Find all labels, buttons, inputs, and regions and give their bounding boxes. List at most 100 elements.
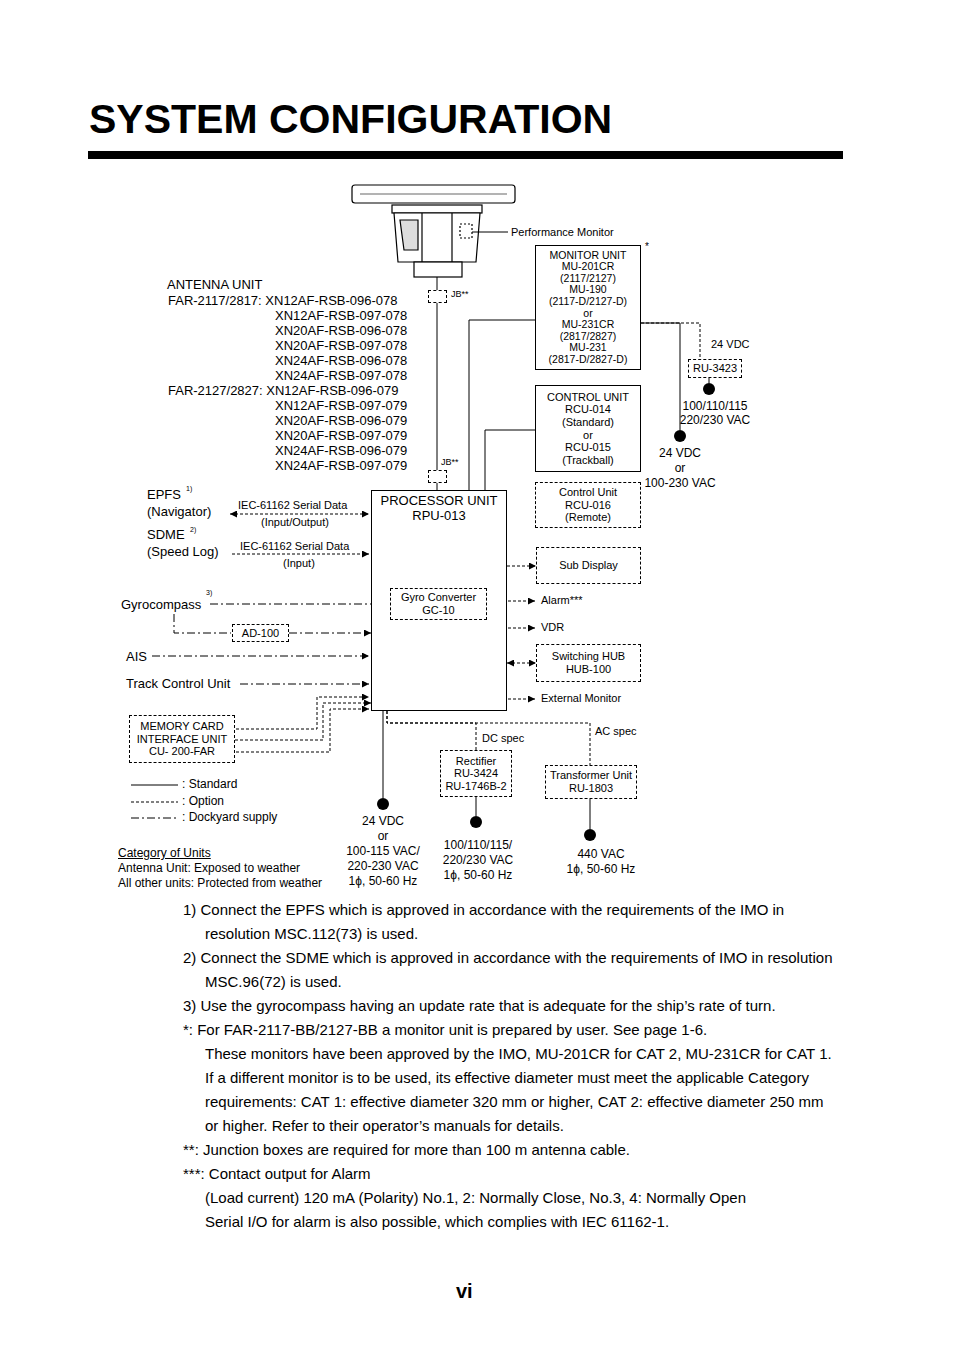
unit-label: INTERFACE UNIT — [137, 733, 227, 746]
model-number: XN24AF-RSB-097-078 — [275, 368, 407, 384]
unit-label: RCU-016 — [565, 499, 611, 512]
connector — [437, 303, 438, 470]
unit-label: (2117-D/2127-D) — [549, 296, 627, 308]
connector-label: DC spec — [481, 732, 525, 745]
unit-label: (Trackball) — [562, 454, 614, 467]
signal-name: (Input/Output) — [261, 516, 329, 529]
unit-label: (2117/2127) — [560, 273, 616, 285]
device-name: Track Control Unit — [126, 676, 230, 692]
footnote: *: For FAR-2117-BB/2127-BB a monitor uni… — [183, 1018, 838, 1042]
part-title: ANTENNA UNIT — [167, 277, 262, 293]
output-name: Alarm*** — [541, 594, 583, 607]
legend-line-sample — [131, 802, 178, 803]
footnote: Serial I/O for alarm is also possible, w… — [205, 1210, 838, 1234]
unit-label: RCU-014 — [565, 403, 611, 416]
unit-label: GC-10 — [422, 604, 454, 617]
legend-text: : Standard — [182, 777, 237, 791]
gyro-converter: Gyro ConverterGC-10 — [390, 588, 487, 620]
power-spec: 440 VAC — [577, 847, 624, 861]
unit-label: RU-3423 — [693, 362, 737, 375]
switching-hub: Switching HUBHUB-100 — [536, 644, 641, 682]
unit-label: Rectifier — [456, 755, 496, 768]
power-spec: 24 VDC — [711, 338, 750, 351]
unit-label: Switching HUB — [552, 650, 625, 663]
note-mark: 3) — [206, 589, 212, 597]
legend-text: : Option — [182, 794, 224, 808]
power-spec: 220/230 VAC — [443, 853, 514, 867]
footnote: ***: Contact output for Alarm — [183, 1162, 838, 1186]
model-number: XN20AF-RSB-096-079 — [275, 413, 407, 429]
unit-label: HUB-100 — [566, 663, 611, 676]
model-number: XN20AF-RSB-097-078 — [275, 338, 407, 354]
remote-control-unit: Control UnitRCU-016(Remote) — [535, 482, 641, 528]
rectifier-unit: RectifierRU-3424RU-1746B-2 — [440, 750, 512, 797]
unit-label: Transformer Unit — [550, 769, 632, 782]
model-number: XN12AF-RSB-097-078 — [275, 308, 407, 324]
unit-label: JB** — [451, 289, 469, 299]
transformer-unit: Transformer UnitRU-1803 — [545, 765, 637, 799]
unit-label: (Remote) — [565, 511, 611, 524]
device-name: AIS — [126, 649, 147, 665]
power-spec: 100-115 VAC/ — [346, 844, 420, 858]
device-name: EPFS — [147, 487, 181, 503]
footnote: **: Junction boxes are required for more… — [183, 1138, 838, 1162]
unit-label: CU- 200-FAR — [149, 745, 215, 758]
connector — [437, 483, 438, 490]
unit-label: MU-190 — [569, 284, 606, 296]
connector — [387, 711, 476, 750]
power-spec: 1ϕ, 50-60 Hz — [567, 862, 636, 876]
category-text: Antenna Unit: Exposed to weather — [118, 861, 300, 875]
power-spec: 24 VDC — [362, 814, 404, 828]
page-title: SYSTEM CONFIGURATION — [89, 95, 612, 144]
control-unit: CONTROL UNITRCU-014(Standard)orRCU-015(T… — [535, 385, 641, 472]
connector-label: AC spec — [594, 725, 638, 738]
unit-label: (2817-D/2827-D) — [549, 354, 628, 366]
connector — [485, 430, 535, 490]
unit-label: Gyro Converter — [401, 591, 476, 604]
legend-text: : Dockyard supply — [182, 810, 277, 824]
unit-label: PROCESSOR UNIT — [380, 494, 497, 509]
output-name: External Monitor — [541, 692, 621, 705]
unit-label: JB** — [441, 457, 459, 467]
model-number: XN24AF-RSB-096-078 — [275, 353, 407, 369]
note-mark: 1) — [186, 485, 192, 493]
unit-label: CONTROL UNIT — [547, 391, 629, 404]
unit-label: Control Unit — [559, 486, 617, 499]
sub-display: Sub Display — [536, 547, 641, 584]
unit-label: (Standard) — [562, 416, 614, 429]
device-name: SDME — [147, 527, 185, 543]
connector — [235, 703, 371, 740]
signal-name: IEC-61162 Serial Data — [240, 540, 349, 553]
category-text: All other units: Protected from weather — [118, 876, 322, 890]
unit-label: MU-231 — [569, 342, 606, 354]
power-spec: 1ϕ, 50-60 Hz — [444, 868, 513, 882]
unit-label: RPU-013 — [412, 509, 465, 524]
unit-label: AD-100 — [242, 627, 279, 640]
device-name: Gyrocompass — [121, 597, 201, 613]
memory-card-unit: MEMORY CARDINTERFACE UNITCU- 200-FAR — [129, 715, 235, 763]
ad-converter: AD-100 — [232, 624, 289, 642]
category-heading: Category of Units — [118, 846, 211, 860]
device-name: (Speed Log) — [147, 544, 219, 560]
monitor-unit: MONITOR UNITMU-201CR(2117/2127)MU-190(21… — [535, 245, 641, 370]
unit-label: or — [583, 308, 592, 320]
note-mark: 2) — [190, 526, 196, 534]
unit-label: (2817/2827) — [560, 331, 617, 343]
processor-unit: PROCESSOR UNITRPU-013Gyro ConverterGC-10 — [371, 490, 507, 711]
unit-label: MEMORY CARD — [140, 720, 223, 733]
connector — [507, 566, 536, 567]
model-number: FAR-2117/2817: XN12AF-RSB-096-078 — [168, 293, 398, 309]
title-rule — [88, 151, 843, 159]
legend-line-sample — [131, 818, 178, 819]
unit-label: RCU-015 — [565, 441, 611, 454]
connector — [289, 633, 371, 634]
model-number: XN24AF-RSB-097-079 — [275, 458, 407, 474]
power-spec: or — [378, 829, 389, 843]
unit-label: RU-1803 — [569, 782, 613, 795]
footnote: 1) Connect the EPFS which is approved in… — [183, 898, 838, 946]
unit-label: RU-3424 — [454, 767, 498, 780]
power-spec: or — [675, 461, 686, 475]
model-number: XN20AF-RSB-096-078 — [275, 323, 407, 339]
footnote: These monitors have been approved by the… — [205, 1042, 838, 1138]
signal-name: IEC-61162 Serial Data — [238, 499, 347, 512]
